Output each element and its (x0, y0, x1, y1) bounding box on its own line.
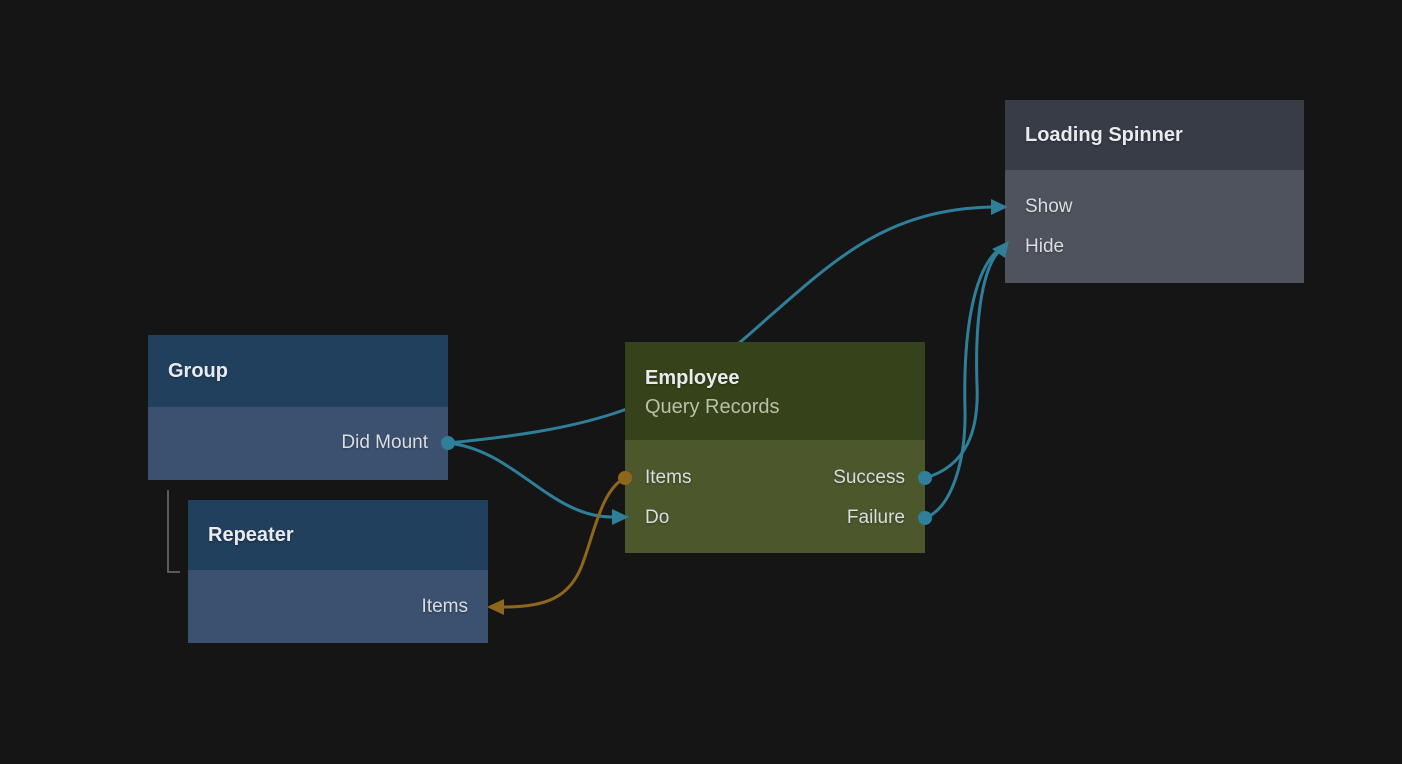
node-group[interactable]: Group Did Mount (148, 335, 448, 480)
port-row-hide: Hide (1005, 227, 1304, 267)
edge-success-to-hide[interactable] (923, 248, 1002, 480)
edge-items-to-repeater-items[interactable] (502, 476, 627, 609)
node-loading-spinner-title: Loading Spinner (1025, 123, 1183, 146)
port-row-repeater-items: Items (188, 587, 488, 627)
edge-failure-to-hide[interactable] (923, 251, 997, 520)
node-employee[interactable]: Employee Query Records Items Success Do … (625, 342, 925, 553)
node-employee-subtitle: Query Records (645, 396, 780, 418)
node-group-title: Group (168, 359, 228, 382)
node-group-body: Did Mount (148, 407, 448, 480)
port-label-did-mount: Did Mount (341, 432, 428, 453)
node-loading-spinner[interactable]: Loading Spinner Show Hide (1005, 100, 1304, 283)
port-row-did-mount: Did Mount (148, 423, 448, 463)
port-label-success: Success (833, 467, 905, 488)
node-repeater[interactable]: Repeater Items (188, 500, 488, 643)
node-employee-body: Items Success Do Failure (625, 440, 925, 553)
node-loading-spinner-body: Show Hide (1005, 170, 1304, 283)
node-employee-header[interactable]: Employee Query Records (625, 342, 925, 440)
port-label-items: Items (645, 467, 692, 488)
node-loading-spinner-header[interactable]: Loading Spinner (1005, 100, 1304, 170)
hierarchy-indent-line (167, 490, 180, 573)
port-label-failure: Failure (846, 507, 905, 528)
port-label-do: Do (645, 507, 670, 528)
node-employee-title: Employee (645, 367, 740, 389)
port-label-hide: Hide (1025, 236, 1065, 257)
node-repeater-body: Items (188, 570, 488, 643)
port-row-show: Show (1005, 187, 1304, 227)
port-row-items-success: Items Success (625, 458, 925, 498)
node-repeater-title: Repeater (208, 523, 294, 546)
port-label-repeater-items: Items (421, 596, 468, 617)
node-repeater-header[interactable]: Repeater (188, 500, 488, 570)
port-label-show: Show (1025, 196, 1073, 217)
edge-didmount-to-do[interactable] (446, 441, 614, 519)
node-group-header[interactable]: Group (148, 335, 448, 407)
port-row-do-failure: Do Failure (625, 498, 925, 538)
edge-didmount-to-show[interactable] (446, 205, 993, 445)
